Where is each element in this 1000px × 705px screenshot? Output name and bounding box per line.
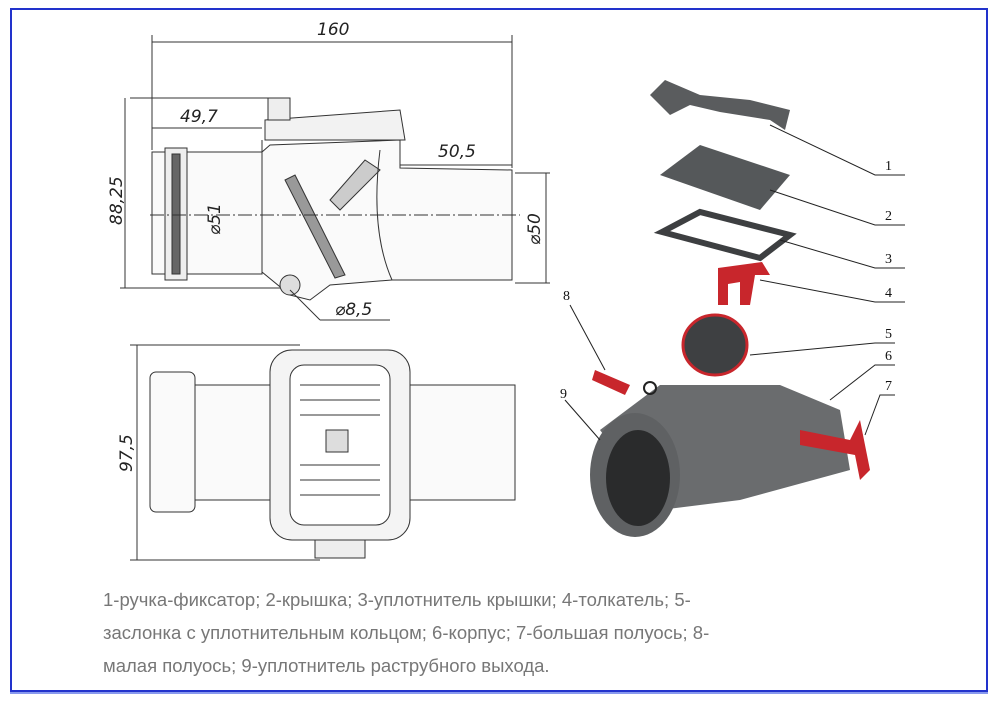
dim-outlet-diameter: ⌀50 — [525, 213, 545, 245]
callout-5: 5 — [885, 327, 892, 342]
callout-leaders — [564, 124, 905, 441]
caption-line: малая полуось; 9-уплотнитель раструбного… — [103, 655, 550, 676]
dim-hole-diameter: ⌀8,5 — [335, 300, 372, 320]
callout-7: 7 — [885, 379, 892, 394]
callout-4: 4 — [885, 286, 892, 301]
callout-2: 2 — [885, 209, 892, 224]
side-section-view — [120, 35, 550, 321]
dim-inlet-diameter: ⌀51 — [205, 203, 225, 235]
part-large-axle — [800, 420, 870, 480]
part-cover-seal — [653, 208, 797, 262]
image-frame — [10, 8, 988, 692]
dim-socket-length: 49,7 — [180, 107, 218, 127]
part-pusher — [718, 262, 770, 305]
caption-line: 1-ручка-фиксатор; 2-крышка; 3-уплотнител… — [103, 589, 691, 610]
dim-length-total: 160 — [317, 20, 349, 40]
exploded-view — [590, 80, 870, 537]
callout-9: 9 — [560, 387, 567, 402]
part-handle-lock — [650, 80, 790, 130]
dim-height: 88,25 — [107, 176, 127, 225]
callout-1: 1 — [885, 159, 892, 174]
figure-caption: 1-ручка-фиксатор; 2-крышка; 3-уплотнител… — [103, 583, 903, 682]
dim-width-top-view: 97,5 — [117, 434, 137, 472]
part-flap — [681, 313, 749, 377]
logo-mark — [325, 429, 349, 453]
callout-6: 6 — [885, 349, 892, 364]
dim-outlet-length: 50,5 — [438, 142, 476, 162]
callout-8: 8 — [563, 289, 570, 304]
caption-line: заслонка с уплотнительным кольцом; 6-кор… — [103, 622, 710, 643]
top-view — [130, 344, 516, 561]
callout-3: 3 — [885, 252, 892, 267]
part-small-axle — [592, 370, 630, 395]
part-cover — [660, 145, 790, 210]
